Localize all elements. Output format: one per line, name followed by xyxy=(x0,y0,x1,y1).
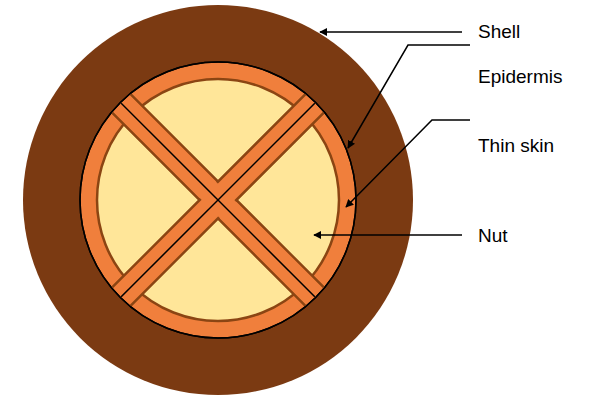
part-label: Shell xyxy=(478,21,520,44)
part-label: Epidermis xyxy=(478,66,562,89)
shell xyxy=(23,5,413,395)
part-label: Nut xyxy=(478,225,508,248)
thin-skin-cross xyxy=(103,85,334,316)
part-label: Thin skin xyxy=(478,135,554,158)
epidermis xyxy=(80,62,356,338)
leader-lines xyxy=(314,32,470,235)
nut-kernel xyxy=(97,79,339,321)
